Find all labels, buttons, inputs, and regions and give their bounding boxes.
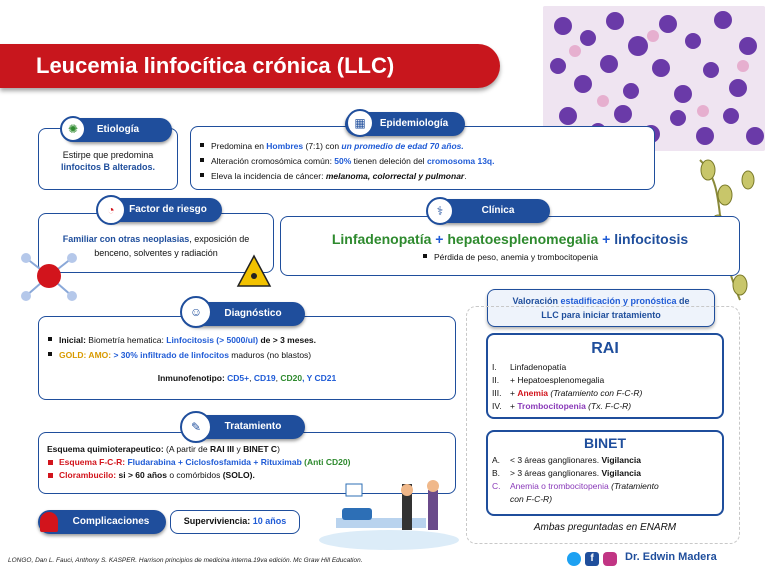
rai-box: RAI I.Linfadenopatía II.+ Hepatoesplenom…: [486, 333, 724, 419]
tratamiento-head: Esquema quimioterapeutico: (A partir de …: [47, 444, 280, 454]
radiation-icon: [236, 254, 272, 290]
staging-panel: [466, 306, 740, 544]
facebook-icon[interactable]: f: [585, 552, 599, 566]
rai-stage-4: IV.+ Trombocitopenia (Tx. F-C-R): [492, 401, 632, 411]
enarm-note: Ambas preguntadas en ENARM: [533, 522, 677, 533]
epidemiologia-label: Epidemiología: [379, 118, 449, 129]
reference: LONGO, Dan L. Fauci, Anthony S. KASPER. …: [8, 557, 363, 564]
diag-line-1: Inicial: Biometría hematica: Linfocitosi…: [47, 333, 447, 348]
hospital-illustration: [316, 478, 462, 550]
binet-box: BINET A.< 3 áreas ganglionares. Vigilanc…: [486, 430, 724, 516]
etiologia-highlight: linfocitos B alterados.: [60, 162, 156, 172]
blood-smear-image: [543, 6, 765, 151]
binet-stage-b: B.> 3 áreas ganglionares. Vigilancia: [492, 468, 641, 478]
riesgo-label: Factor de riesgo: [129, 204, 207, 215]
riesgo-text: , exposición de benceno, solventes y rad…: [94, 234, 250, 258]
risk-gauge-icon: ◔: [96, 195, 126, 225]
etiologia-label: Etiología: [96, 124, 140, 135]
epi-line-3: Eleva la incidencia de cáncer: melanoma,…: [199, 169, 646, 184]
diagnostico-box: Inicial: Biometría hematica: Linfocitosi…: [38, 316, 456, 400]
clinica-triad: Linfadenopatía + hepatoesplenomegalia + …: [331, 231, 689, 247]
instagram-icon[interactable]: [603, 552, 617, 566]
virus-icon: ✺: [60, 116, 86, 142]
molecule-icon: [18, 248, 80, 304]
etiologia-text: Estirpe que predomina: [62, 150, 154, 160]
rai-title: RAI: [591, 340, 619, 357]
clinica-label: Clínica: [481, 205, 515, 216]
inmunofenotipo: Inmunofenotipo: CD5+, CD19, CD20, Y CD21: [157, 373, 337, 383]
epi-line-1: Predomina en Hombres (7:1) con un promed…: [199, 139, 646, 154]
supervivencia-box: Superviviencia: 10 años: [170, 510, 300, 534]
diag-line-2: GOLD: AMO: > 30% infiltrado de linfocito…: [47, 348, 447, 363]
tratamiento-label: Tratamiento: [224, 421, 282, 432]
rai-stage-1: I.Linfadenopatía: [492, 362, 567, 372]
complicaciones-pill: Complicaciones: [38, 510, 166, 534]
page-title: Leucemia linfocítica crónica (LLC): [0, 44, 500, 88]
epidemiologia-box: Predomina en Hombres (7:1) con un promed…: [190, 126, 655, 190]
complicaciones-label: Complicaciones: [72, 516, 150, 527]
epi-line-2: Alteración cromosómica común: 50% tienen…: [199, 154, 646, 169]
syringe-icon: ✎: [180, 411, 212, 443]
stethoscope-icon: ⚕: [426, 197, 454, 225]
alarm-icon: [40, 512, 58, 532]
chart-icon: ▦: [346, 109, 374, 137]
trat-line-2: Clorambucilo: si > 60 años o comórbidos …: [47, 469, 447, 482]
diagnostico-label: Diagnóstico: [224, 308, 282, 319]
author: Dr. Edwin Madera: [625, 551, 717, 563]
tratamiento-box: Esquema quimioterapeutico: (A partir de …: [38, 432, 456, 494]
riesgo-highlight: Familiar con otras neoplasias: [62, 234, 190, 244]
valoracion-box: Valoración estadificación y pronóstica d…: [487, 289, 715, 327]
binet-title: BINET: [584, 435, 626, 451]
doctor-icon: ☺: [180, 296, 212, 328]
binet-stage-a: A.< 3 áreas ganglionares. Vigilancia: [492, 455, 641, 465]
rai-stage-2: II.+ Hepatoesplenomegalia: [492, 375, 605, 385]
twitter-icon[interactable]: [567, 552, 581, 566]
riesgo-box: Familiar con otras neoplasias, exposició…: [38, 213, 274, 273]
clinica-box: Linfadenopatía + hepatoesplenomegalia + …: [280, 216, 740, 276]
clinica-symptoms: Pérdida de peso, anemia y trombocitopeni…: [422, 250, 598, 264]
trat-line-1: Esquema F-C-R: Fludarabina + Ciclosfosfa…: [47, 456, 447, 469]
rai-stage-3: III.+ Anemia (Tratamiento con F-C-R): [492, 388, 643, 398]
